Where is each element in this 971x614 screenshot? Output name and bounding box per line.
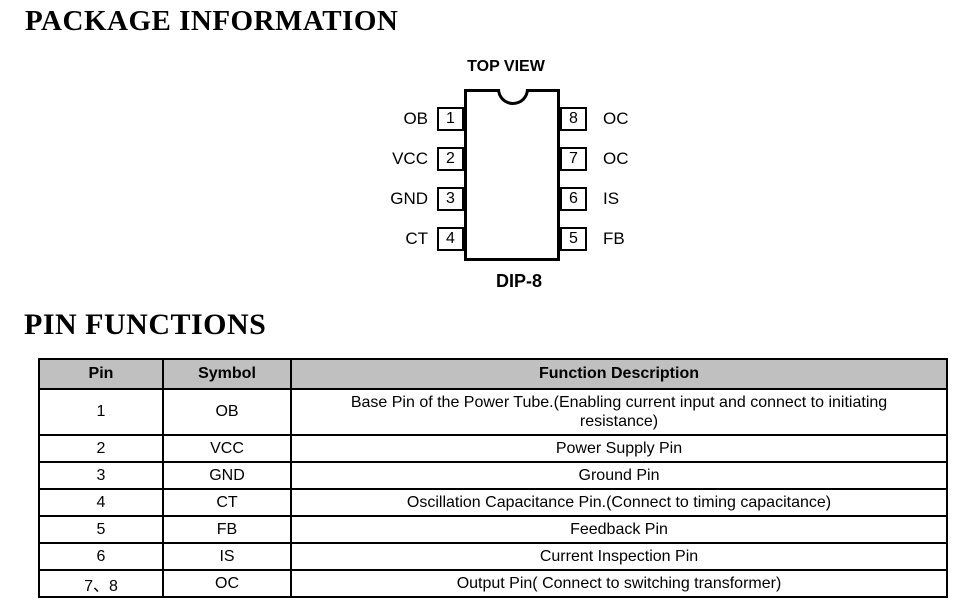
symbol-cell: IS	[162, 542, 292, 571]
pin-cell: 3	[38, 461, 164, 490]
col-header-symbol: Symbol	[162, 358, 292, 390]
pin-box-8: 8	[560, 107, 587, 131]
pin-label-ob: OB	[403, 109, 428, 128]
symbol-cell: CT	[162, 488, 292, 517]
symbol-cell: VCC	[162, 434, 292, 463]
table-row: 6 IS Current Inspection Pin	[38, 542, 948, 571]
pin-cell: 6	[38, 542, 164, 571]
symbol-cell: GND	[162, 461, 292, 490]
pin-label-fb: FB	[603, 229, 625, 248]
pin-box-2: 2	[437, 147, 464, 171]
description-cell: Ground Pin	[290, 461, 948, 490]
symbol-cell: FB	[162, 515, 292, 544]
col-header-pin: Pin	[38, 358, 164, 390]
pin-cell: 7、8	[38, 569, 164, 598]
description-cell: Power Supply Pin	[290, 434, 948, 463]
pin-cell: 5	[38, 515, 164, 544]
package-name-label: DIP-8	[495, 271, 542, 291]
table-row: 1 OB Base Pin of the Power Tube.(Enablin…	[38, 388, 948, 436]
pin-box-5: 5	[560, 227, 587, 251]
description-cell: Output Pin( Connect to switching transfo…	[290, 569, 948, 598]
col-header-function-description: Function Description	[290, 358, 948, 390]
description-cell: Base Pin of the Power Tube.(Enabling cur…	[290, 388, 948, 436]
pin-label-vcc: VCC	[392, 149, 428, 168]
symbol-cell: OB	[162, 388, 292, 436]
chip-body	[464, 89, 560, 261]
symbol-cell: OC	[162, 569, 292, 598]
table-row: 5 FB Feedback Pin	[38, 515, 948, 544]
pin-box-3: 3	[437, 187, 464, 211]
pin-box-1: 1	[437, 107, 464, 131]
pin-box-6: 6	[560, 187, 587, 211]
pin-box-7: 7	[560, 147, 587, 171]
pin-box-4: 4	[437, 227, 464, 251]
description-cell: Oscillation Capacitance Pin.(Connect to …	[290, 488, 948, 517]
pin-functions-table: Pin Symbol Function Description 1 OB Bas…	[38, 358, 948, 598]
description-cell: Current Inspection Pin	[290, 542, 948, 571]
pin-label-is: IS	[603, 189, 620, 208]
package-information-heading: PACKAGE INFORMATION	[25, 5, 399, 37]
pin-label-oc-7: OC	[603, 149, 629, 168]
pin-label-oc-8: OC	[603, 109, 629, 128]
table-row: 7、8 OC Output Pin( Connect to switching …	[38, 569, 948, 598]
dip8-package-diagram: TOP VIEW OB 1 VCC 2 GND 3 CT 4 8 OC 7 OC…	[390, 58, 629, 291]
description-cell: Feedback Pin	[290, 515, 948, 544]
pin-label-ct: CT	[405, 229, 428, 248]
table-header-row: Pin Symbol Function Description	[38, 358, 948, 390]
table-row: 4 CT Oscillation Capacitance Pin.(Connec…	[38, 488, 948, 517]
top-view-label: TOP VIEW	[467, 58, 545, 75]
table-row: 2 VCC Power Supply Pin	[38, 434, 948, 463]
table-row: 3 GND Ground Pin	[38, 461, 948, 490]
pin-functions-heading: PIN FUNCTIONS	[24, 308, 267, 341]
pin-cell: 4	[38, 488, 164, 517]
pin-cell: 2	[38, 434, 164, 463]
pin-label-gnd: GND	[390, 189, 428, 208]
pin-cell: 1	[38, 388, 164, 436]
